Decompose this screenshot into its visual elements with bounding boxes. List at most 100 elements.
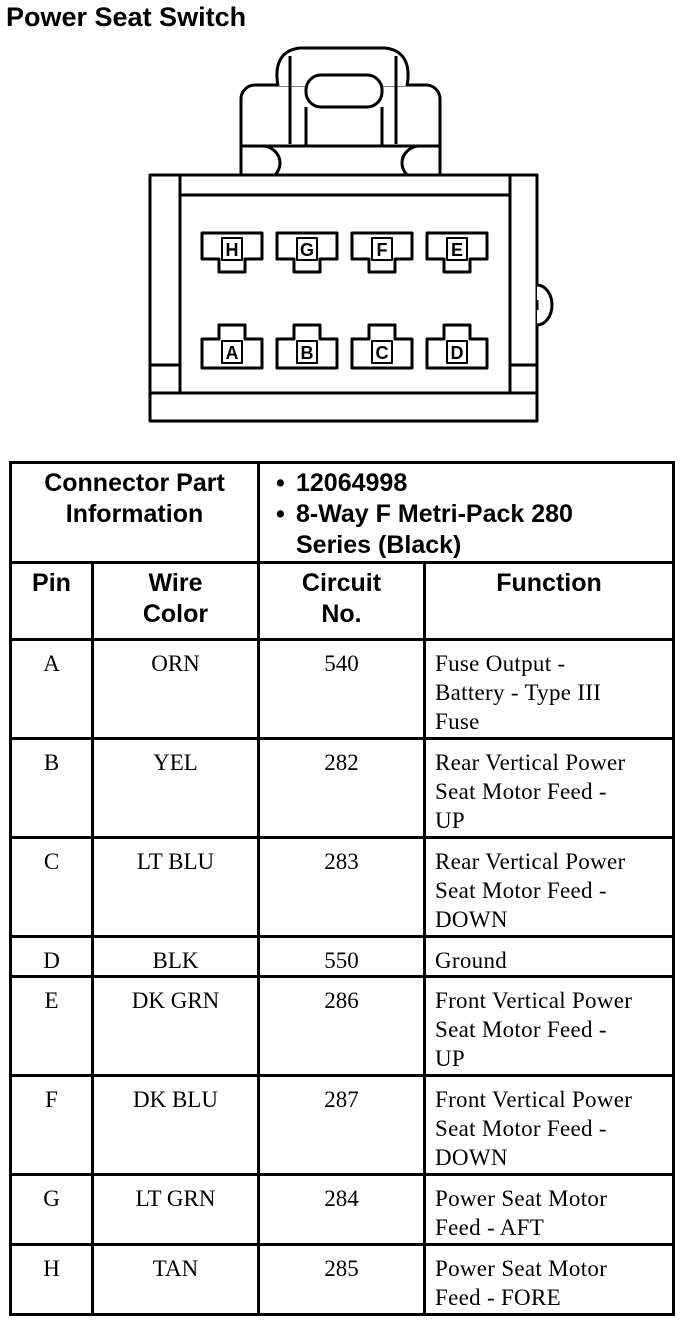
- function-line: Front Vertical Power: [435, 1087, 633, 1112]
- pin-cell: D: [9, 935, 94, 978]
- function-line: Fuse Output -: [435, 651, 566, 676]
- pin-cavity-a: A: [200, 323, 264, 370]
- connector-info-label: Connector Part Information: [9, 461, 260, 564]
- function-line: Front Vertical Power: [435, 988, 633, 1013]
- pin-cell: B: [9, 737, 94, 839]
- function-line: Feed - FORE: [435, 1285, 561, 1310]
- connector-drawing: H G F E A B C D: [148, 46, 554, 423]
- pin-cell: C: [9, 836, 94, 938]
- function-line: Seat Motor Feed -: [435, 1116, 607, 1141]
- wire-color-cell: BLK: [91, 935, 260, 978]
- pin-cell: G: [9, 1173, 94, 1246]
- circuit-cell: 286: [257, 975, 426, 1077]
- wire-color-cell: DK BLU: [91, 1074, 260, 1176]
- circuit-cell: 540: [257, 638, 426, 740]
- pin-row-bottom: A B C D: [200, 323, 489, 370]
- connector-info-row: Connector Part Information •12064998 •8-…: [9, 461, 675, 564]
- pin-label: C: [376, 343, 389, 363]
- header-circuit-no: Circuit No.: [257, 561, 426, 641]
- pin-label-box: [296, 340, 318, 364]
- wire-color-cell: ORN: [91, 638, 260, 740]
- function-line: Power Seat Motor: [435, 1186, 608, 1211]
- pin-cavity-outline: [425, 231, 489, 274]
- pin-label: G: [300, 240, 314, 260]
- pin-cavity-outline: [200, 323, 264, 370]
- pin-cavity-d: D: [425, 323, 489, 370]
- pin-label-box: [221, 237, 243, 261]
- function-line: Seat Motor Feed -: [435, 878, 607, 903]
- pin-label: B: [301, 343, 314, 363]
- function-cell: Ground: [423, 935, 675, 978]
- pin-label-box: [371, 340, 393, 364]
- pin-cavity-f: F: [350, 231, 414, 274]
- pin-cell: F: [9, 1074, 94, 1176]
- pin-label: H: [226, 240, 239, 260]
- wire-color-cell: TAN: [91, 1243, 260, 1316]
- pin-label: D: [451, 343, 464, 363]
- function-line: Battery - Type III: [435, 680, 602, 705]
- connector-info-value: •12064998 •8-Way F Metri-Pack 280 Series…: [257, 461, 675, 564]
- wire-color-cell: DK GRN: [91, 975, 260, 1077]
- pin-cavity-g: G: [275, 231, 339, 274]
- pin-label-box: [446, 340, 468, 364]
- header-pin: Pin: [9, 561, 94, 641]
- connector-type: •8-Way F Metri-Pack 280: [276, 500, 573, 528]
- pin-cavity-outline: [350, 231, 414, 274]
- function-line: Feed - AFT: [435, 1215, 545, 1240]
- pin-label-box: [371, 237, 393, 261]
- pin-cavity-outline: [275, 323, 339, 370]
- pin-cavity-outline: [275, 231, 339, 274]
- function-line: UP: [435, 808, 466, 833]
- pinout-table: Connector Part Information •12064998 •8-…: [9, 461, 675, 1316]
- column-header-row: Pin Wire Color Circuit No. Function: [9, 561, 675, 641]
- pin-cavity-h: H: [200, 231, 264, 274]
- function-line: DOWN: [435, 1145, 508, 1170]
- diagram-title: Power Seat Switch: [6, 2, 247, 32]
- wire-color-cell: LT GRN: [91, 1173, 260, 1246]
- function-line: UP: [435, 1046, 466, 1071]
- pin-cell: H: [9, 1243, 94, 1316]
- part-number: •12064998: [276, 469, 408, 497]
- pin-cavity-b: B: [275, 323, 339, 370]
- pin-cavity-e: E: [425, 231, 489, 274]
- wire-color-cell: YEL: [91, 737, 260, 839]
- function-line: Seat Motor Feed -: [435, 779, 607, 804]
- function-line: Rear Vertical Power: [435, 849, 626, 874]
- pin-cavity-outline: [200, 231, 264, 274]
- connector-body: [148, 173, 554, 423]
- function-line: Seat Motor Feed -: [435, 1017, 607, 1042]
- pin-label-box: [221, 340, 243, 364]
- function-line: Rear Vertical Power: [435, 750, 626, 775]
- locking-tab: [239, 46, 442, 193]
- function-line: Ground: [435, 948, 508, 973]
- wire-color-cell: LT BLU: [91, 836, 260, 938]
- header-wire-color: Wire Color: [91, 561, 260, 641]
- pin-cavity-outline: [425, 323, 489, 370]
- circuit-cell: 284: [257, 1173, 426, 1246]
- function-line: Power Seat Motor: [435, 1256, 608, 1281]
- pin-label: F: [377, 240, 388, 260]
- header-function: Function: [423, 561, 675, 641]
- circuit-cell: 282: [257, 737, 426, 839]
- pin-cell: A: [9, 638, 94, 740]
- pin-cavity-outline: [350, 323, 414, 370]
- pin-cell: E: [9, 975, 94, 1077]
- circuit-cell: 283: [257, 836, 426, 938]
- circuit-cell: 285: [257, 1243, 426, 1316]
- pin-label: A: [226, 343, 239, 363]
